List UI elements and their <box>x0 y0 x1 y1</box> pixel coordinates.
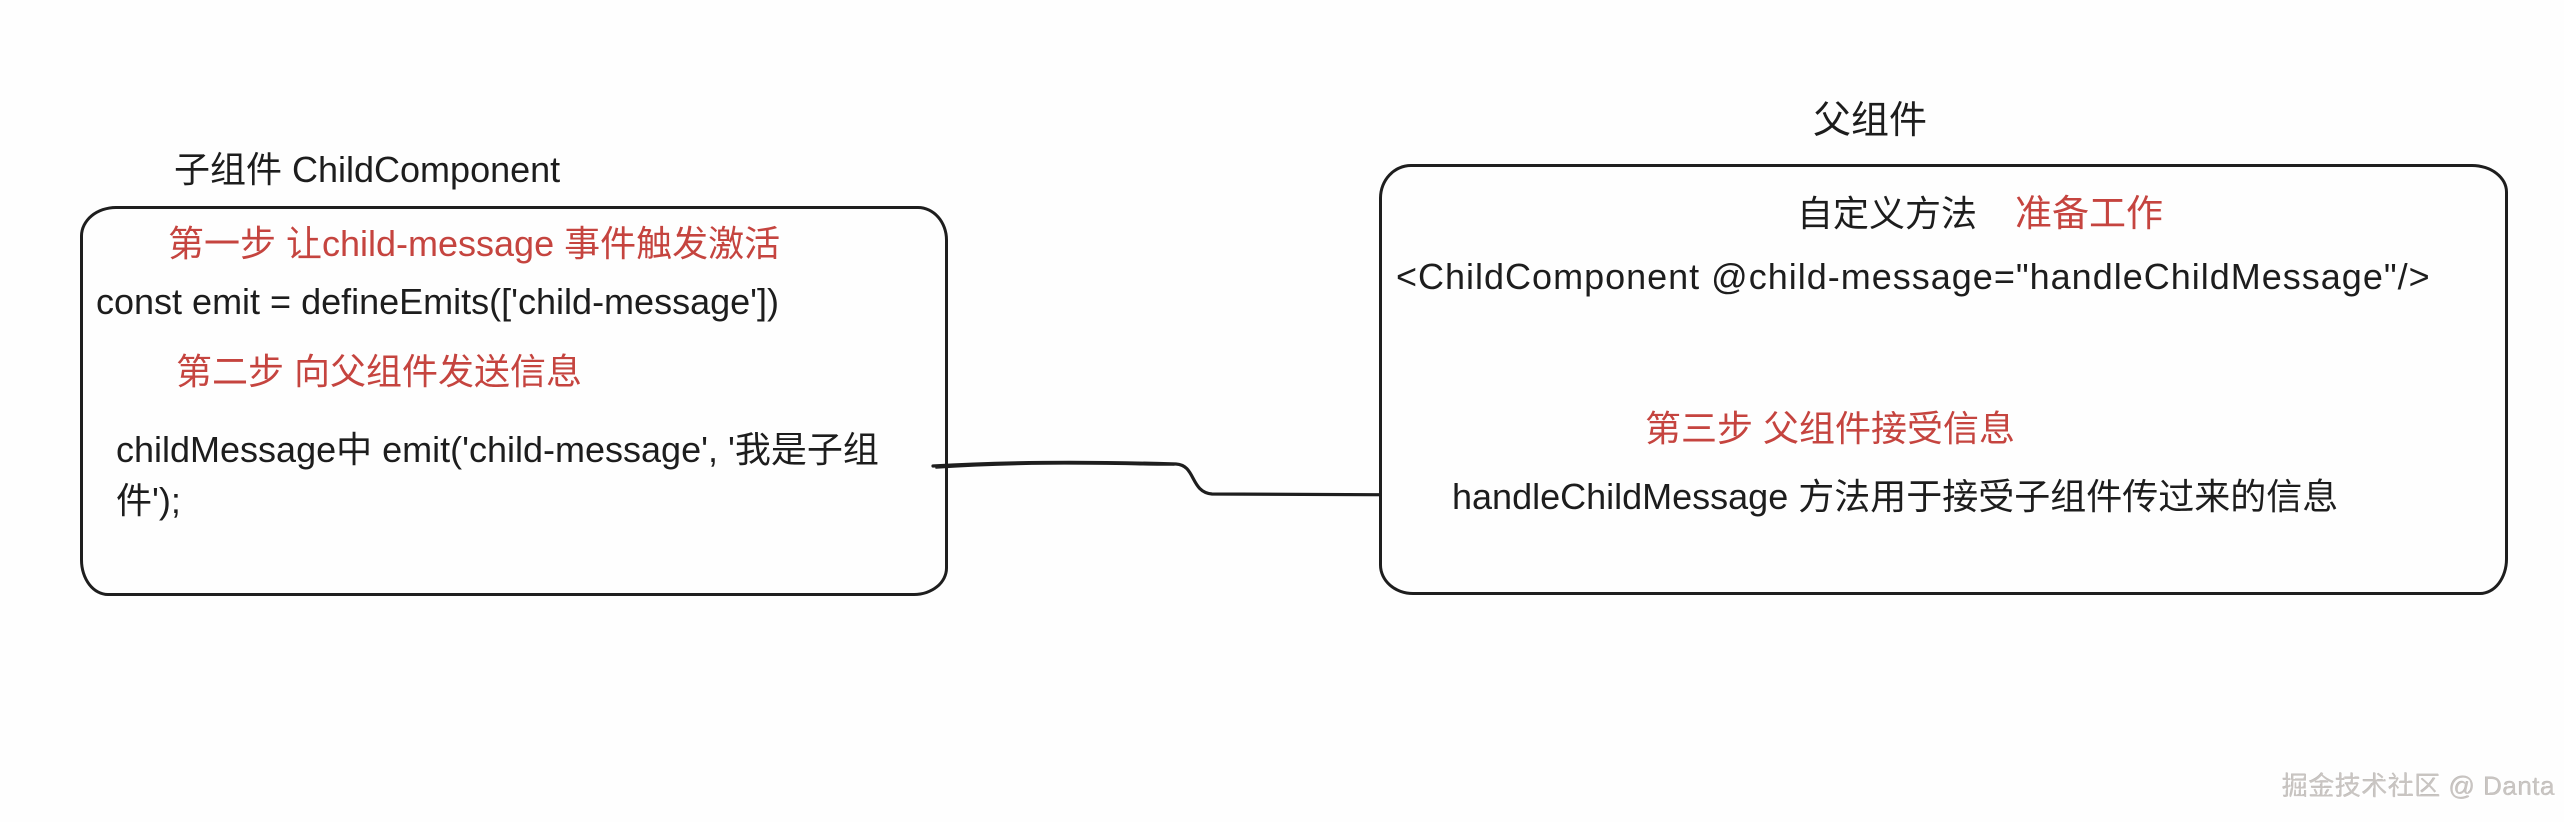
handler-description: handleChildMessage 方法用于接受子组件传过来的信息 <box>1452 476 2339 517</box>
emit-code-line1: childMessage中 emit('child-message', '我是子… <box>116 429 879 470</box>
step3-label: 第三步 父组件接受信息 <box>1645 408 2016 449</box>
arrow-line <box>931 460 1446 497</box>
custom-method-label: 自定义方法 <box>1797 193 1978 234</box>
arrow-line-sketch-overlap <box>935 463 1175 469</box>
custom-method-line: 自定义方法准备工作 <box>1797 191 2163 236</box>
parent-component-title: 父组件 <box>1813 100 1928 142</box>
emit-code: childMessage中 emit('child-message', '我是子… <box>116 424 946 526</box>
step1-label: 第一步 让child-message 事件触发激活 <box>168 223 781 264</box>
step2-label: 第二步 向父组件发送信息 <box>176 351 583 392</box>
child-component-box <box>80 206 948 596</box>
prep-work-label: 准备工作 <box>2015 193 2164 234</box>
parent-component-box <box>1379 164 2508 595</box>
watermark: 掘金技术社区 @ Danta <box>2282 771 2556 801</box>
emit-code-line2: 件'); <box>116 480 181 521</box>
child-component-title: 子组件 ChildComponent <box>174 149 561 190</box>
define-emits-code: const emit = defineEmits(['child-message… <box>96 281 779 322</box>
template-code: <ChildComponent @child-message="handleCh… <box>1396 256 2431 297</box>
